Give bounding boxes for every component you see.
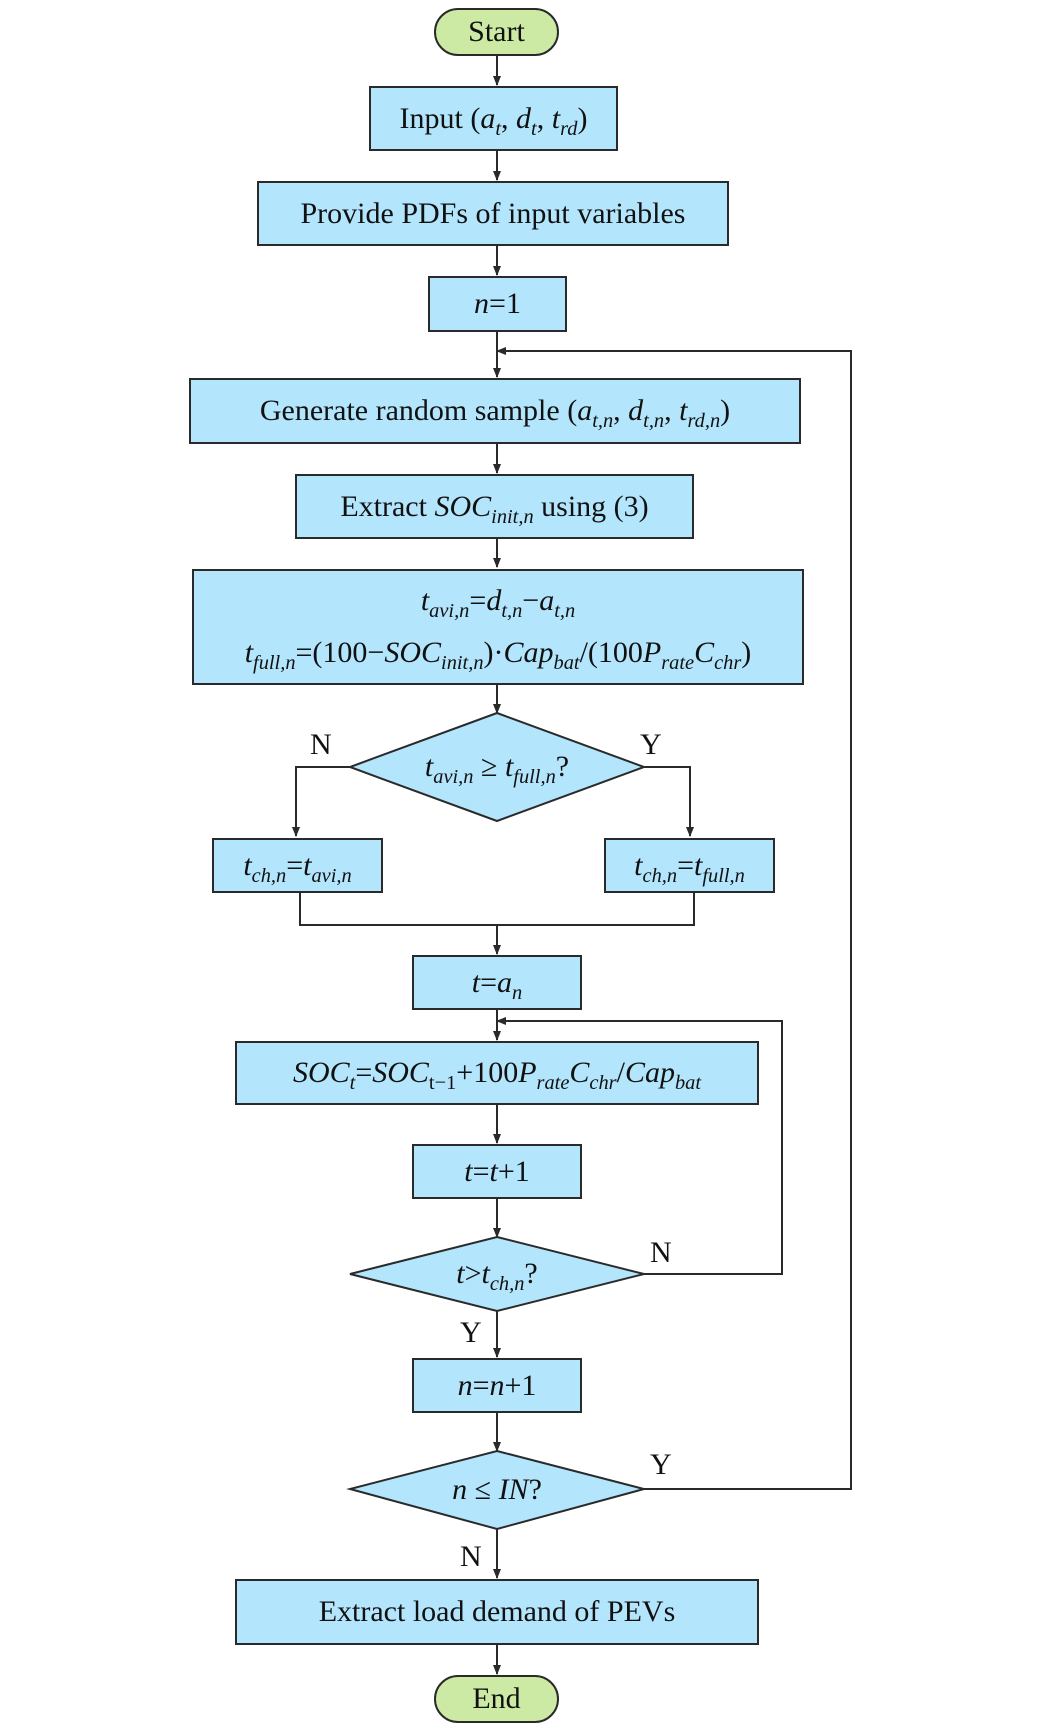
n-increment-text: n=n+1 [457,1368,537,1402]
generate-sample-text: Generate random sample (at,n, dt,n, trd,… [259,394,731,433]
t-increment-box: t=t+1 [412,1144,582,1199]
end-label: End [472,1682,521,1715]
decision-diamond-1 [347,711,647,823]
decision-2-text: t>tch,n? [456,1257,538,1296]
tch-full-text: tch,n=tfull,n [634,848,745,887]
init-n-box: n=1 [428,276,567,332]
generate-sample-box: Generate random sample (at,n, dt,n, trd,… [189,378,801,444]
decision3-yes-label: Y [650,1448,672,1481]
soc-update-text: SOCt=SOCt−1+100PrateCchr/Capbat [292,1056,702,1095]
arrow-decision2-no-loop [496,1017,783,1275]
start-label: Start [468,15,525,48]
decision3-no-label: N [460,1540,482,1573]
soc-update-box: SOCt=SOCt−1+100PrateCchr/Capbat [235,1041,759,1105]
decision-3-text: n ≤ IN? [452,1473,542,1506]
init-n-text: n=1 [474,287,521,320]
decision2-no-label: N [650,1236,672,1269]
extract-load-label: Extract load demand of PEVs [318,1595,676,1628]
t-init-text: t=an [471,965,523,1004]
decision-1-text: tavi,n ≥ tfull,n? [424,750,570,789]
tch-avi-box: tch,n=tavi,n [212,838,383,893]
tch-full-box: tch,n=tfull,n [604,838,775,893]
decision-diamond-2 [349,1235,645,1313]
full-time-equation: tfull,n=(100−SOCinit,n)·Capbat/(100Prate… [244,636,752,675]
merge-line [299,893,695,926]
arrow-decision1-no [292,766,350,837]
arrow-decision3-yes-loop [496,347,852,1490]
extract-soc-box: Extract SOCinit,n using (3) [295,474,694,539]
provide-pdfs-box: Provide PDFs of input variables [257,181,729,246]
avail-time-equation: tavi,n=dt,n−at,n [420,584,576,623]
decision1-no-label: N [310,728,332,761]
end-terminal: End [434,1675,559,1723]
decision2-yes-label: Y [460,1316,482,1349]
extract-soc-text: Extract SOCinit,n using (3) [340,489,649,528]
arrow-decision1-yes [644,766,694,837]
start-terminal: Start [434,8,559,56]
decision-diamond-3 [346,1449,648,1531]
t-increment-text: t=t+1 [464,1154,530,1188]
decision1-yes-label: Y [640,728,662,761]
input-box: Input (at, dt, trd) [369,86,618,151]
extract-load-box: Extract load demand of PEVs [235,1579,759,1645]
n-increment-box: n=n+1 [412,1358,582,1413]
t-init-box: t=an [412,955,582,1010]
provide-pdfs-label: Provide PDFs of input variables [300,196,686,230]
time-equations-box: tavi,n=dt,n−at,n tfull,n=(100−SOCinit,n)… [192,569,804,685]
input-text: Input (at, dt, trd) [399,101,588,140]
tch-avi-text: tch,n=tavi,n [243,848,352,887]
